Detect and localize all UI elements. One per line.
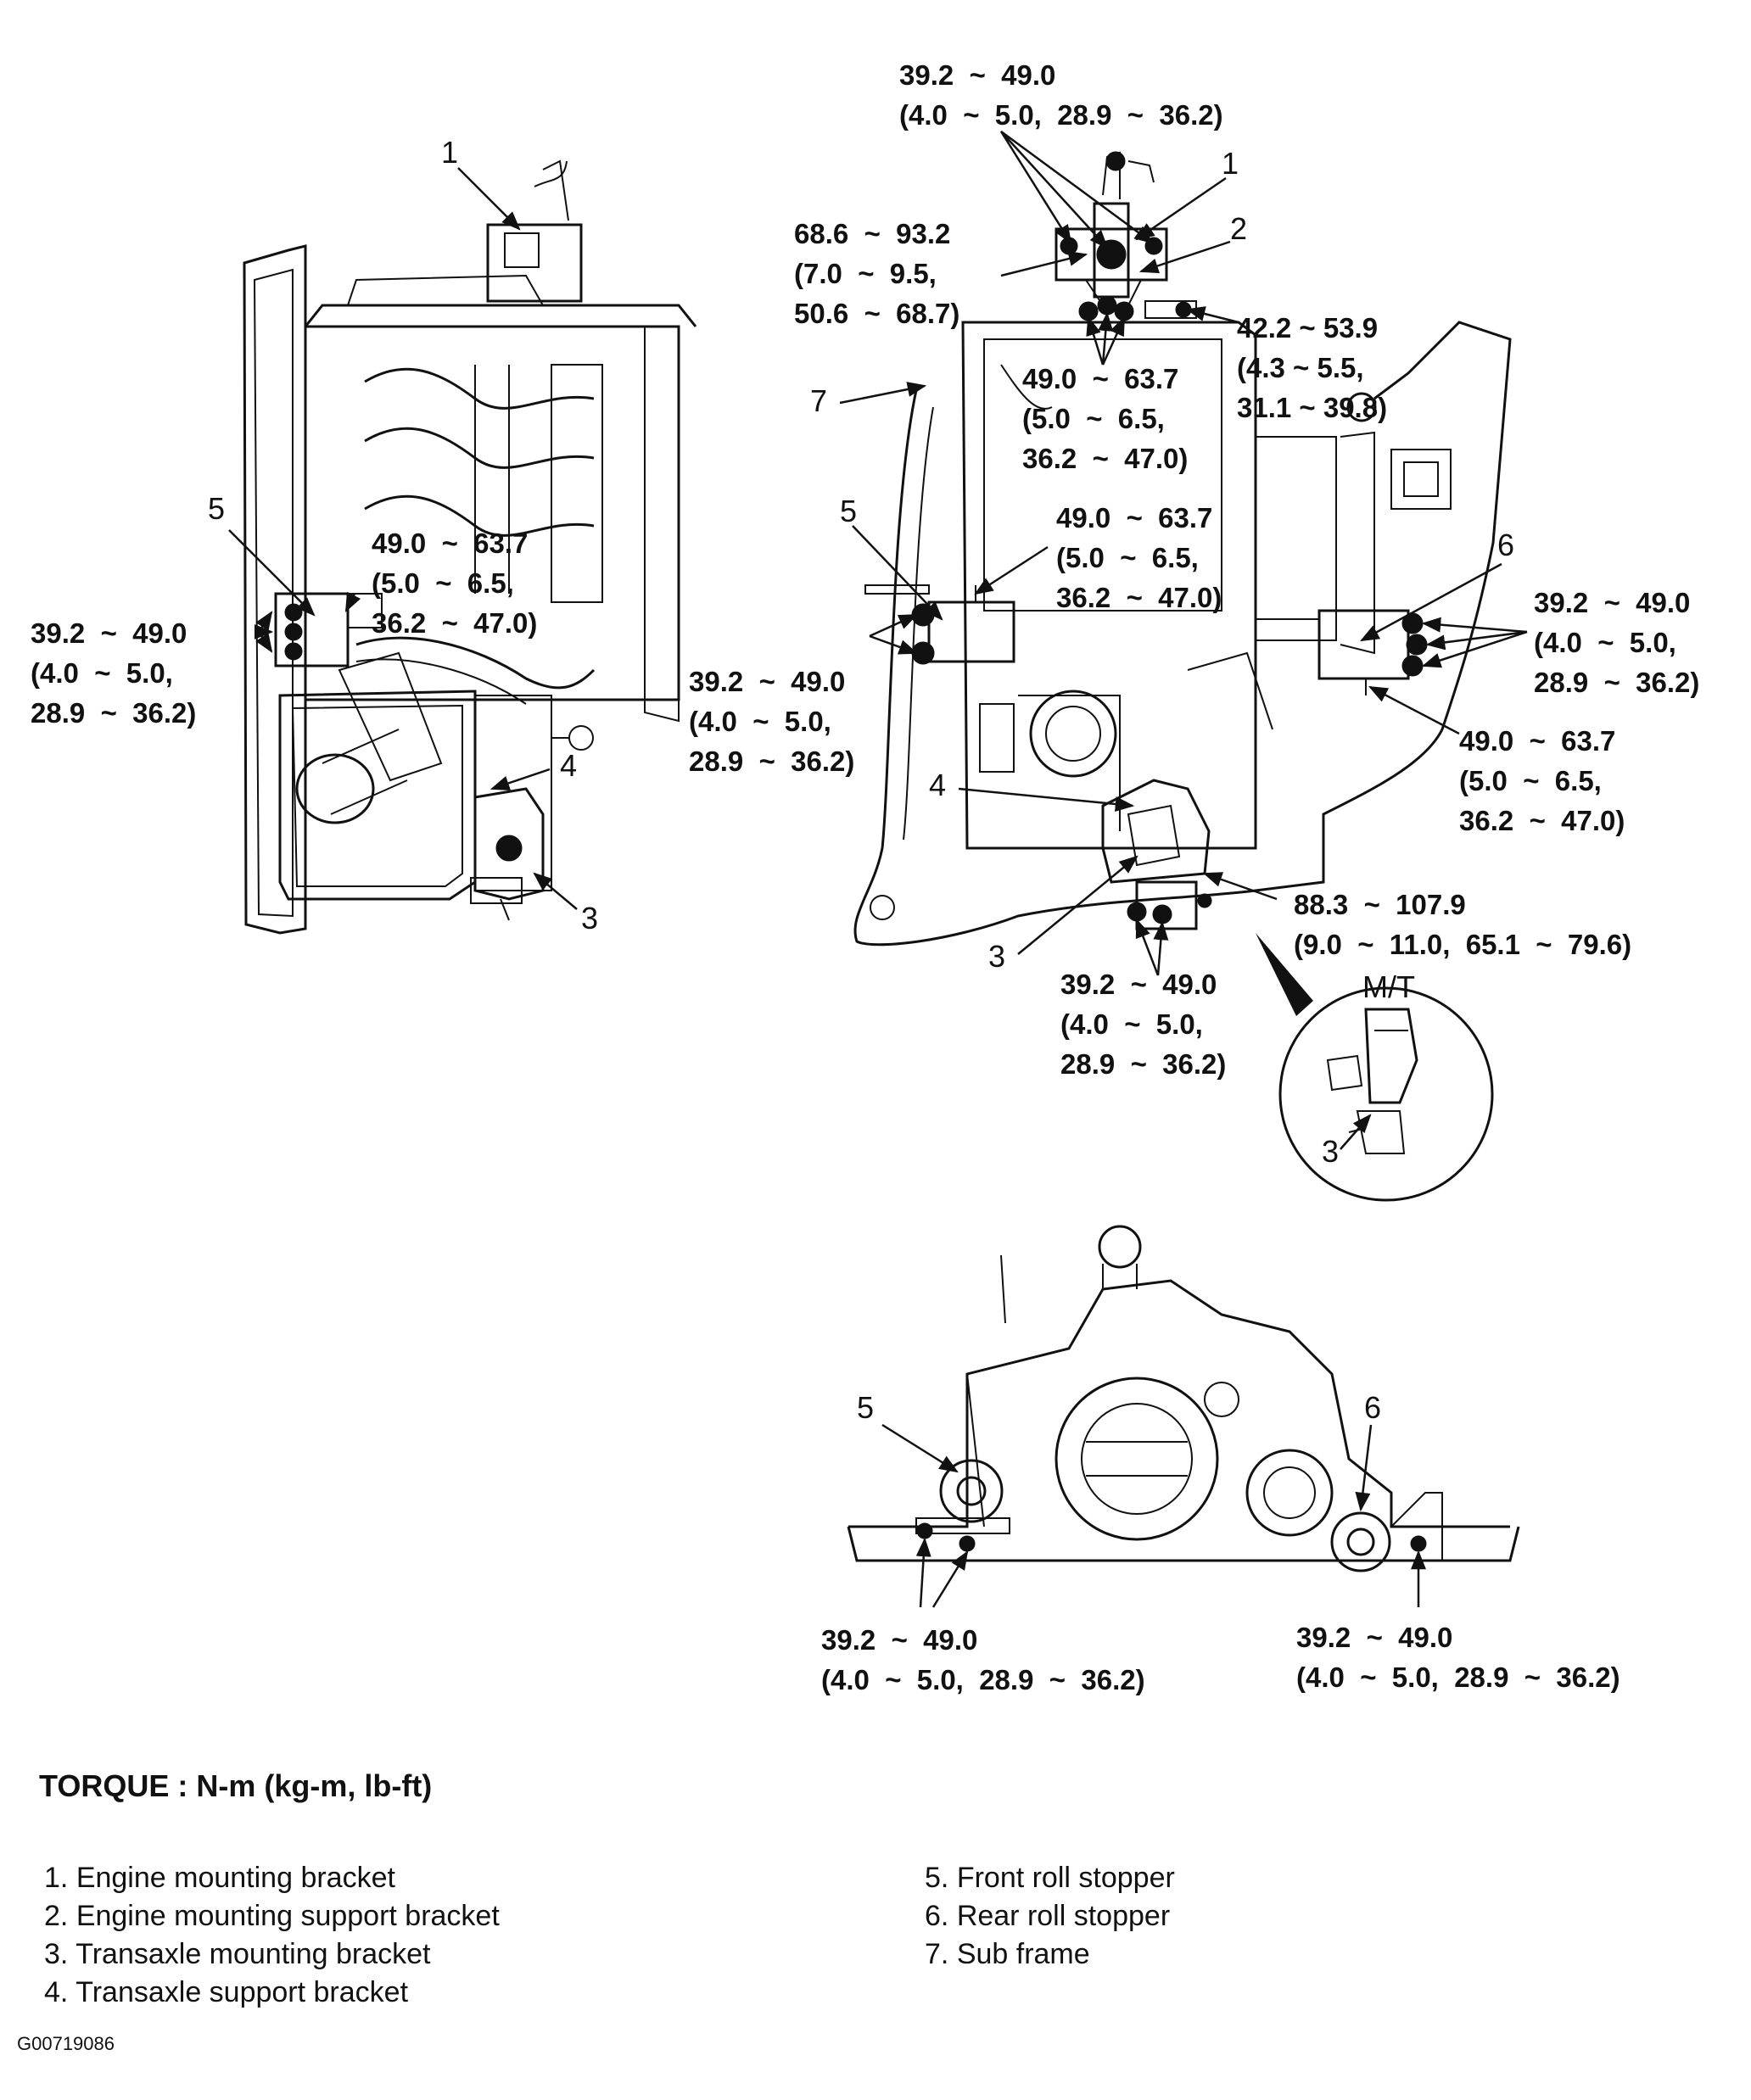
svg-text:39.2 ~ 49.0: 39.2 ~ 49.0: [31, 617, 187, 649]
torque-label-center-2: 49.0 ~ 63.7 (5.0 ~ 6.5, 36.2 ~ 47.0): [1056, 502, 1222, 613]
callout-4-right: 4: [929, 768, 946, 802]
svg-text:36.2 ~ 47.0): 36.2 ~ 47.0): [372, 607, 537, 639]
svg-text:28.9 ~ 36.2): 28.9 ~ 36.2): [1060, 1048, 1226, 1080]
torque-label-right-b: 49.0 ~ 63.7 (5.0 ~ 6.5, 36.2 ~ 47.0): [1459, 725, 1625, 836]
svg-text:(7.0 ~ 9.5,: (7.0 ~ 9.5,: [794, 258, 937, 289]
svg-text:68.6 ~ 93.2: 68.6 ~ 93.2: [794, 218, 950, 249]
callout-4-left: 4: [560, 748, 577, 783]
svg-text:39.2 ~ 49.0: 39.2 ~ 49.0: [821, 1624, 977, 1656]
svg-text:49.0 ~ 63.7: 49.0 ~ 63.7: [1459, 725, 1615, 757]
callout-5-left: 5: [208, 491, 225, 526]
svg-text:(4.0 ~ 5.0,: (4.0 ~ 5.0,: [1534, 627, 1676, 658]
svg-text:42.2 ~ 53.9: 42.2 ~ 53.9: [1237, 312, 1378, 343]
torque-label-right-a: 39.2 ~ 49.0 (4.0 ~ 5.0, 28.9 ~ 36.2): [1534, 587, 1699, 698]
svg-text:88.3 ~ 107.9: 88.3 ~ 107.9: [1294, 889, 1466, 920]
legend-item-2: 2. Engine mounting support bracket: [44, 1900, 500, 1932]
svg-text:28.9 ~ 36.2): 28.9 ~ 36.2): [689, 746, 854, 777]
callout-numbers: 1 5 4 3 1 2 7 5 6 4 3 3 5 6 M/T: [208, 135, 1514, 1425]
torque-label-top: 39.2 ~ 49.0 (4.0 ~ 5.0, 28.9 ~ 36.2): [899, 59, 1223, 131]
svg-text:49.0 ~ 63.7: 49.0 ~ 63.7: [1022, 363, 1178, 394]
svg-text:28.9 ~ 36.2): 28.9 ~ 36.2): [31, 697, 196, 729]
torque-label-upper-right: 42.2 ~ 53.9 (4.3 ~ 5.5, 31.1 ~ 39.8): [1237, 312, 1387, 423]
torque-label-center-1: 49.0 ~ 63.7 (5.0 ~ 6.5, 36.2 ~ 47.0): [1022, 363, 1188, 474]
callout-1-left: 1: [441, 135, 458, 170]
torque-label-left-b: 49.0 ~ 63.7 (5.0 ~ 6.5, 36.2 ~ 47.0): [372, 528, 537, 639]
legend-item-6: 6. Rear roll stopper: [925, 1900, 1171, 1932]
callout-2-right: 2: [1230, 211, 1247, 246]
legend-item-5: 5. Front roll stopper: [925, 1862, 1175, 1894]
svg-text:(5.0 ~ 6.5,: (5.0 ~ 6.5,: [372, 567, 514, 599]
svg-text:(5.0 ~ 6.5,: (5.0 ~ 6.5,: [1459, 765, 1602, 796]
svg-text:(4.0 ~ 5.0,: (4.0 ~ 5.0,: [689, 706, 831, 737]
callout-3-right: 3: [988, 939, 1005, 974]
svg-text:(4.0 ~ 5.0, 28.9 ~ 36.2): (4.0 ~ 5.0, 28.9 ~ 36.2): [899, 99, 1223, 131]
left-engine-view: [243, 159, 697, 935]
svg-text:49.0 ~ 63.7: 49.0 ~ 63.7: [1056, 502, 1212, 533]
svg-text:39.2 ~ 49.0: 39.2 ~ 49.0: [689, 666, 845, 697]
callout-7-right: 7: [810, 383, 827, 418]
figure-id: G00719086: [17, 2033, 115, 2054]
svg-text:36.2 ~ 47.0): 36.2 ~ 47.0): [1459, 805, 1625, 836]
svg-text:36.2 ~ 47.0): 36.2 ~ 47.0): [1056, 582, 1222, 613]
svg-text:(5.0 ~ 6.5,: (5.0 ~ 6.5,: [1022, 403, 1165, 434]
legend-item-7: 7. Sub frame: [925, 1938, 1090, 1970]
torque-label-bottom-left: 39.2 ~ 49.0 (4.0 ~ 5.0, 28.9 ~ 36.2): [821, 1624, 1145, 1695]
svg-text:39.2 ~ 49.0: 39.2 ~ 49.0: [1534, 587, 1690, 618]
svg-text:50.6 ~ 68.7): 50.6 ~ 68.7): [794, 298, 959, 329]
torque-label-trans-mount: 88.3 ~ 107.9 (9.0 ~ 11.0, 65.1 ~ 79.6): [1294, 889, 1631, 960]
svg-text:(9.0 ~ 11.0, 65.1 ~ 79.6): (9.0 ~ 11.0, 65.1 ~ 79.6): [1294, 929, 1631, 960]
torque-label-left-a: 39.2 ~ 49.0 (4.0 ~ 5.0, 28.9 ~ 36.2): [31, 617, 196, 729]
svg-text:39.2 ~ 49.0: 39.2 ~ 49.0: [1296, 1622, 1452, 1653]
svg-text:39.2 ~ 49.0: 39.2 ~ 49.0: [1060, 969, 1217, 1000]
svg-text:31.1 ~ 39.8): 31.1 ~ 39.8): [1237, 392, 1387, 423]
svg-text:(4.0 ~ 5.0, 28.9 ~ 36.2): (4.0 ~ 5.0, 28.9 ~ 36.2): [1296, 1662, 1620, 1693]
torque-label-engine-support: 68.6 ~ 93.2 (7.0 ~ 9.5, 50.6 ~ 68.7): [794, 218, 959, 329]
legend-item-4: 4. Transaxle support bracket: [44, 1976, 409, 2008]
leader-lines: [228, 130, 1528, 1608]
svg-text:(4.0 ~ 5.0,: (4.0 ~ 5.0,: [1060, 1008, 1203, 1040]
mt-inset-label: M/T: [1362, 969, 1415, 1004]
torque-labels: 39.2 ~ 49.0 (4.0 ~ 5.0, 28.9 ~ 36.2) 39.…: [31, 59, 1699, 1695]
svg-text:39.2 ~ 49.0: 39.2 ~ 49.0: [899, 59, 1055, 91]
callout-1-right: 1: [1222, 146, 1239, 181]
callout-6-right: 6: [1497, 528, 1514, 562]
callout-5-right: 5: [840, 494, 857, 528]
svg-text:(4.0 ~ 5.0,: (4.0 ~ 5.0,: [31, 657, 173, 689]
svg-text:(4.0 ~ 5.0, 28.9 ~ 36.2): (4.0 ~ 5.0, 28.9 ~ 36.2): [821, 1664, 1145, 1695]
callout-6-bottom: 6: [1364, 1390, 1381, 1425]
svg-text:36.2 ~ 47.0): 36.2 ~ 47.0): [1022, 443, 1188, 474]
legend-item-1: 1. Engine mounting bracket: [44, 1862, 395, 1894]
torque-label-lower-mid: 39.2 ~ 49.0 (4.0 ~ 5.0, 28.9 ~ 36.2): [1060, 969, 1226, 1080]
callout-3-mt: 3: [1322, 1134, 1339, 1169]
legend-item-3: 3. Transaxle mounting bracket: [44, 1938, 431, 1970]
torque-label-mid-left: 39.2 ~ 49.0 (4.0 ~ 5.0, 28.9 ~ 36.2): [689, 666, 854, 777]
svg-text:(4.3 ~ 5.5,: (4.3 ~ 5.5,: [1237, 352, 1364, 383]
svg-text:(5.0 ~ 6.5,: (5.0 ~ 6.5,: [1056, 542, 1199, 573]
callout-3-left: 3: [581, 901, 598, 936]
torque-label-bottom-right: 39.2 ~ 49.0 (4.0 ~ 5.0, 28.9 ~ 36.2): [1296, 1622, 1620, 1693]
bottom-transaxle-view: [847, 1225, 1520, 1572]
svg-text:49.0 ~ 63.7: 49.0 ~ 63.7: [372, 528, 528, 559]
svg-text:28.9 ~ 36.2): 28.9 ~ 36.2): [1534, 667, 1699, 698]
callout-5-bottom: 5: [857, 1390, 874, 1425]
torque-units-heading: TORQUE : N-m (kg-m, lb-ft): [39, 1768, 433, 1803]
